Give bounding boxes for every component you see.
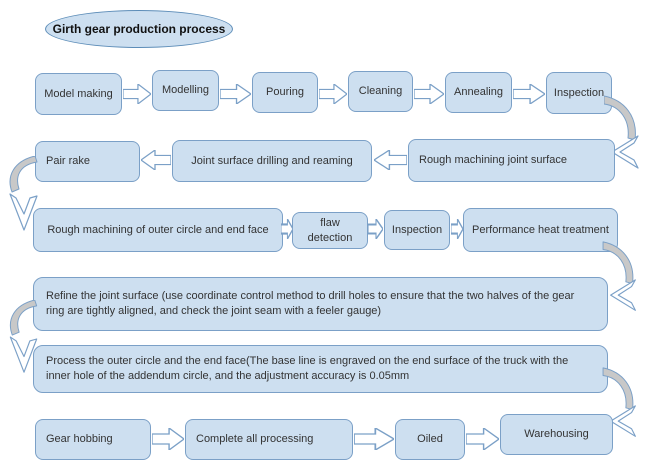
flow-arrow-left-icon — [141, 150, 171, 170]
node-cleaning: Cleaning — [348, 71, 413, 112]
flow-arrow-right-icon — [354, 428, 394, 450]
node-complete-all-processing: Complete all processing — [185, 419, 353, 460]
flow-arrow-right-icon — [513, 84, 545, 104]
node-rough-machining-outer: Rough machining of outer circle and end … — [33, 208, 283, 252]
flow-arrow-right-icon — [152, 428, 184, 450]
flow-arrow-right-icon — [466, 428, 499, 450]
node-flaw-detection: flaw detection — [292, 212, 368, 249]
flow-arrow-right-icon — [451, 219, 463, 239]
flow-arrow-right-icon — [281, 219, 293, 239]
flow-arrow-right-icon — [368, 219, 383, 239]
node-refine-joint-surface: Refine the joint surface (use coordinate… — [33, 277, 608, 331]
curved-connector-icon — [2, 300, 46, 378]
node-gear-hobbing: Gear hobbing — [35, 419, 151, 460]
flow-arrow-right-icon — [220, 84, 251, 104]
node-pouring: Pouring — [252, 72, 318, 113]
node-performance-heat-treatment: Performance heat treatment — [463, 208, 618, 252]
node-oiled: Oiled — [395, 419, 465, 460]
node-rough-machining-joint-surface: Rough machining joint surface — [408, 139, 615, 182]
node-inspection-2: Inspection — [384, 210, 450, 250]
node-modelling: Modelling — [152, 70, 219, 111]
node-pair-rake: Pair rake — [35, 141, 140, 182]
flow-arrow-right-icon — [414, 84, 444, 104]
curved-connector-icon — [4, 156, 44, 236]
flow-arrow-right-icon — [319, 84, 347, 104]
node-model-making: Model making — [35, 73, 122, 115]
curved-connector-icon — [602, 240, 644, 316]
node-warehousing: Warehousing — [500, 414, 613, 455]
node-joint-surface-drilling: Joint surface drilling and reaming — [172, 140, 372, 182]
flow-arrow-right-icon — [123, 84, 151, 104]
node-process-outer-circle: Process the outer circle and the end fac… — [33, 345, 608, 393]
node-inspection-1: Inspection — [546, 72, 612, 114]
diagram-title: Girth gear production process — [45, 10, 233, 48]
flow-arrow-left-icon — [374, 150, 407, 170]
node-annealing: Annealing — [445, 72, 512, 113]
